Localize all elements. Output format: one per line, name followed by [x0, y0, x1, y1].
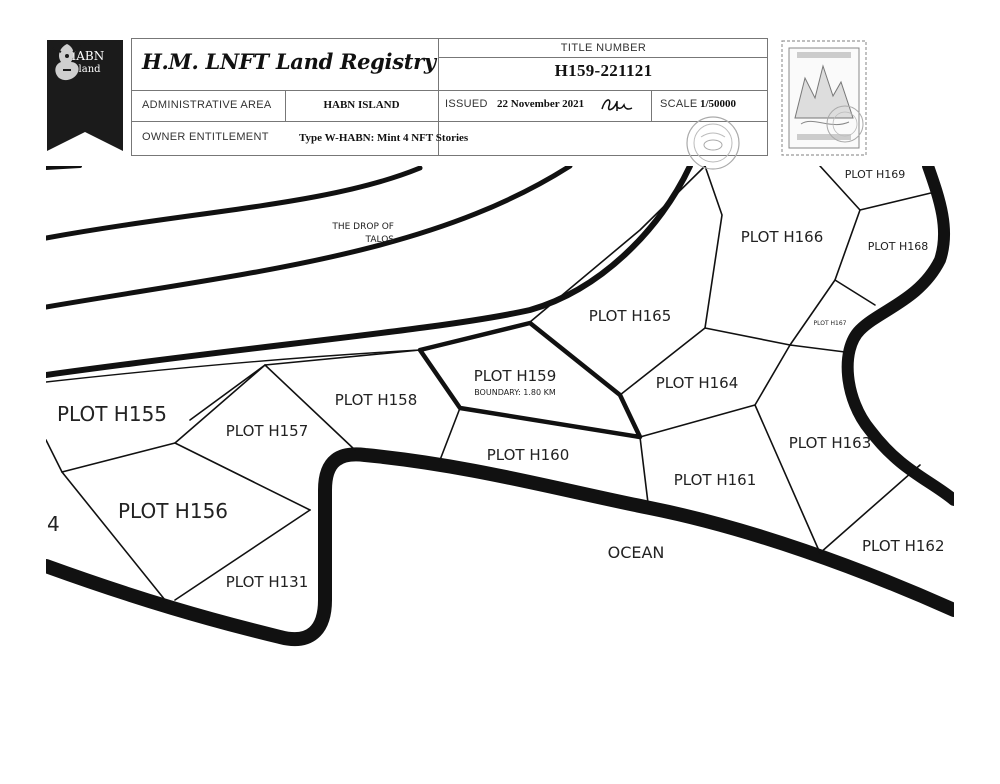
registry-header: H.M. LNFT Land Registry TITLE NUMBER H15… — [131, 38, 768, 170]
plot-h164-label[interactable]: PLOT H164 — [656, 374, 739, 392]
ocean-label: OCEAN — [608, 543, 665, 562]
contour-line — [46, 166, 82, 170]
title-number-value: H159-221121 — [554, 61, 653, 80]
dragon-emblem-icon — [52, 44, 82, 81]
area-label-line1: THE DROP OF — [331, 222, 394, 232]
plot-h159-label[interactable]: PLOT H159 — [474, 367, 557, 385]
plot-h157-label[interactable]: PLOT H157 — [226, 422, 309, 440]
postage-stamp-icon — [781, 40, 867, 156]
contour-line — [46, 166, 573, 310]
plot-h160-label[interactable]: PLOT H160 — [487, 446, 570, 464]
plot-h165-label[interactable]: PLOT H165 — [589, 307, 672, 325]
plot-h158-label[interactable]: PLOT H158 — [335, 391, 418, 409]
owner-entitlement-value: Type W-HABN: Mint 4 NFT Stories — [299, 132, 469, 144]
habn-island-badge: HABN Island — [47, 40, 123, 151]
coastline — [46, 447, 954, 647]
badge-subtitle: Island — [69, 64, 101, 75]
registry-title: H.M. LNFT Land Registry — [142, 49, 436, 74]
contour-line — [46, 166, 423, 241]
admin-area-value: HABN ISLAND — [323, 99, 400, 111]
owner-entitlement-label: OWNER ENTITLEMENT — [142, 131, 269, 143]
issued-label: ISSUED — [445, 98, 488, 110]
badge-title: HABN — [65, 49, 105, 63]
plot-cut-label: 4 — [47, 512, 60, 536]
scale-label: SCALE — [660, 98, 698, 110]
plot-h168-label[interactable]: PLOT H168 — [868, 240, 929, 253]
plot-h161-label[interactable]: PLOT H161 — [674, 471, 757, 489]
area-label-line2: TALOS — [365, 235, 395, 245]
plot-h155-label[interactable]: PLOT H155 — [57, 402, 167, 426]
plot-h131-label[interactable]: PLOT H131 — [226, 573, 309, 591]
plot-h159-boundary-label: BOUNDARY: 1.80 KM — [474, 388, 556, 397]
plot-h162-label[interactable]: PLOT H162 — [862, 537, 945, 555]
signature-icon — [601, 99, 633, 111]
plot-h166-label[interactable]: PLOT H166 — [741, 228, 824, 246]
plot-h159-boundary — [417, 320, 643, 440]
issued-date: 22 November 2021 — [497, 98, 585, 110]
admin-area-label: ADMINISTRATIVE AREA — [142, 99, 272, 111]
scale-value: 1/50000 — [700, 98, 737, 110]
plot-h167-label[interactable]: PLOT H167 — [813, 320, 846, 327]
cliff-edge — [841, 166, 954, 506]
plot-h169-label[interactable]: PLOT H169 — [845, 168, 906, 181]
title-number-label: TITLE NUMBER — [560, 42, 647, 54]
plot-h163-label[interactable]: PLOT H163 — [789, 434, 872, 452]
contour-line — [46, 166, 693, 378]
plot-h156-label[interactable]: PLOT H156 — [118, 499, 228, 523]
circular-seal-icon — [686, 116, 740, 170]
